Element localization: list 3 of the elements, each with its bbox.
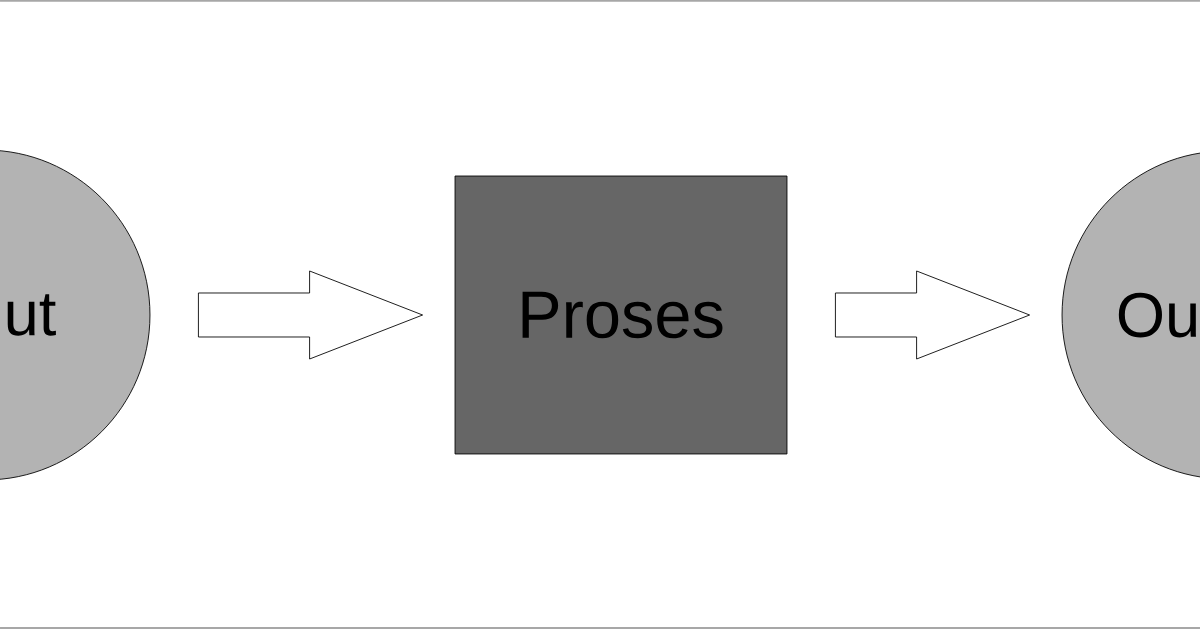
- process-box: Proses: [454, 175, 788, 455]
- block-arrow: [834, 270, 1031, 360]
- block-arrow: [198, 270, 424, 360]
